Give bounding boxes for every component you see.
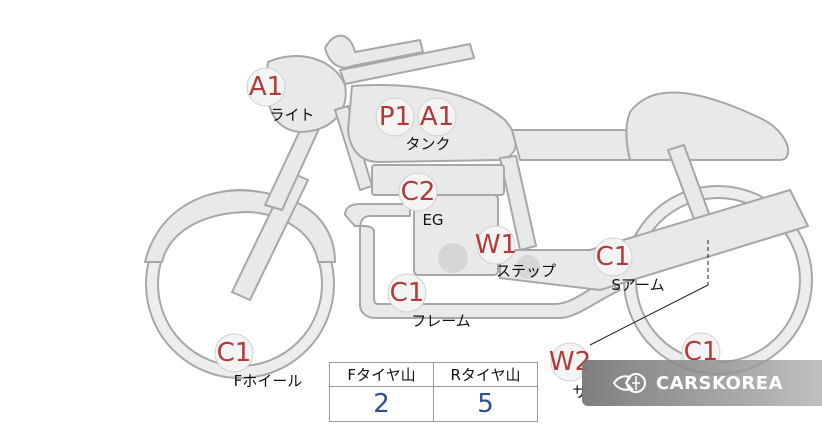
code-tank-a1: A1 bbox=[420, 102, 454, 132]
table-value-row: 2 5 bbox=[329, 386, 538, 422]
tire-tread-table: Fタイヤ山 Rタイヤ山 2 5 bbox=[329, 362, 538, 422]
table-header-row: Fタイヤ山 Rタイヤ山 bbox=[329, 362, 538, 387]
code-tank-p1: P1 bbox=[379, 102, 411, 132]
part-engine: EG bbox=[422, 211, 443, 229]
part-swing-arm: Sアーム bbox=[611, 276, 664, 294]
code-swing-arm: C1 bbox=[596, 242, 631, 272]
part-tank: タンク bbox=[405, 135, 450, 153]
code-engine: C2 bbox=[401, 177, 436, 207]
rear-tire-tread-value: 5 bbox=[433, 386, 538, 422]
carskorea-logo-icon bbox=[612, 373, 646, 393]
engine-cover bbox=[438, 243, 468, 273]
part-front-wheel: Fホイール bbox=[234, 372, 303, 390]
front-tire-tread-value: 2 bbox=[329, 386, 434, 422]
handlebar bbox=[324, 34, 424, 69]
seat-base bbox=[511, 129, 636, 161]
frame-pipe bbox=[344, 203, 621, 319]
code-front-wheel: C1 bbox=[217, 338, 252, 368]
front-tire-tread-header: Fタイヤ山 bbox=[329, 362, 434, 387]
code-light: A1 bbox=[249, 72, 283, 102]
rear-seat bbox=[625, 91, 790, 161]
part-frame: フレーム bbox=[411, 312, 471, 330]
headlight bbox=[265, 55, 347, 133]
front-fender bbox=[144, 189, 336, 263]
watermark-text: CARSKOREA bbox=[656, 372, 783, 394]
code-frame: C1 bbox=[390, 278, 425, 308]
code-step: W1 bbox=[475, 230, 517, 260]
front-fork bbox=[231, 171, 309, 301]
leader-line bbox=[589, 284, 709, 346]
part-light: ライト bbox=[269, 106, 314, 124]
rear-tire-tread-header: Rタイヤ山 bbox=[433, 362, 538, 387]
part-step: ステップ bbox=[496, 262, 556, 280]
swing-arm bbox=[499, 189, 809, 291]
carskorea-watermark: CARSKOREA bbox=[582, 360, 822, 406]
engine-head bbox=[371, 164, 505, 196]
